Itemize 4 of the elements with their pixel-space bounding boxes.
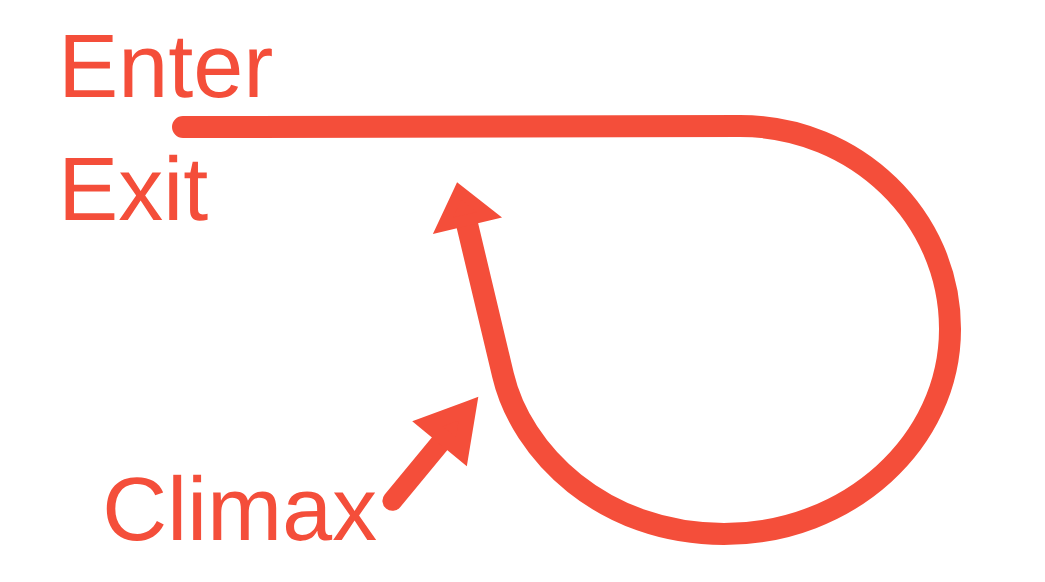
- stage-label: Climax: [106, 474, 377, 541]
- stage-label: Exit: [65, 154, 208, 221]
- curved-arrow: [172, 115, 961, 545]
- stage-label: Enter: [65, 35, 272, 98]
